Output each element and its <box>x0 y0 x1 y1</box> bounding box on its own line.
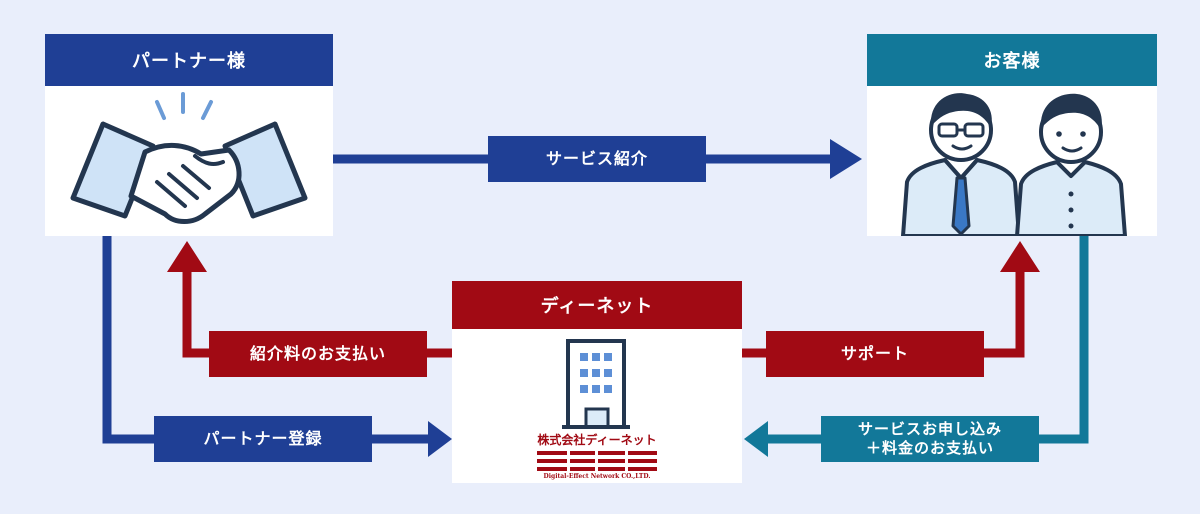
denet-logo-icon <box>537 449 657 473</box>
customer-title: お客様 <box>867 34 1157 86</box>
label-application: サービスお申し込み ＋料金のお支払い <box>821 416 1039 462</box>
handshake-icon <box>70 92 308 224</box>
label-application-line1: サービスお申し込み <box>857 420 1002 438</box>
label-support: サポート <box>766 331 984 377</box>
label-application-line2: ＋料金のお支払い <box>865 439 994 457</box>
partner-box: パートナー様 <box>45 34 333 236</box>
partner-title: パートナー様 <box>45 34 333 86</box>
logo-subtitle: Digital-Effect Network CO.,LTD. <box>543 473 651 480</box>
label-partner-registration: パートナー登録 <box>154 416 372 462</box>
label-service-intro: サービス紹介 <box>488 136 706 182</box>
denet-title: ディーネット <box>452 281 742 329</box>
denet-box: ディーネット 株式会社ディーネット Digital-Effect Network… <box>452 281 742 483</box>
company-name: 株式会社ディーネット <box>537 433 657 447</box>
customer-box: お客様 <box>867 34 1157 236</box>
business-people-icon <box>901 93 1127 236</box>
office-building-icon <box>562 339 630 429</box>
label-referral-fee: 紹介料のお支払い <box>209 331 427 377</box>
